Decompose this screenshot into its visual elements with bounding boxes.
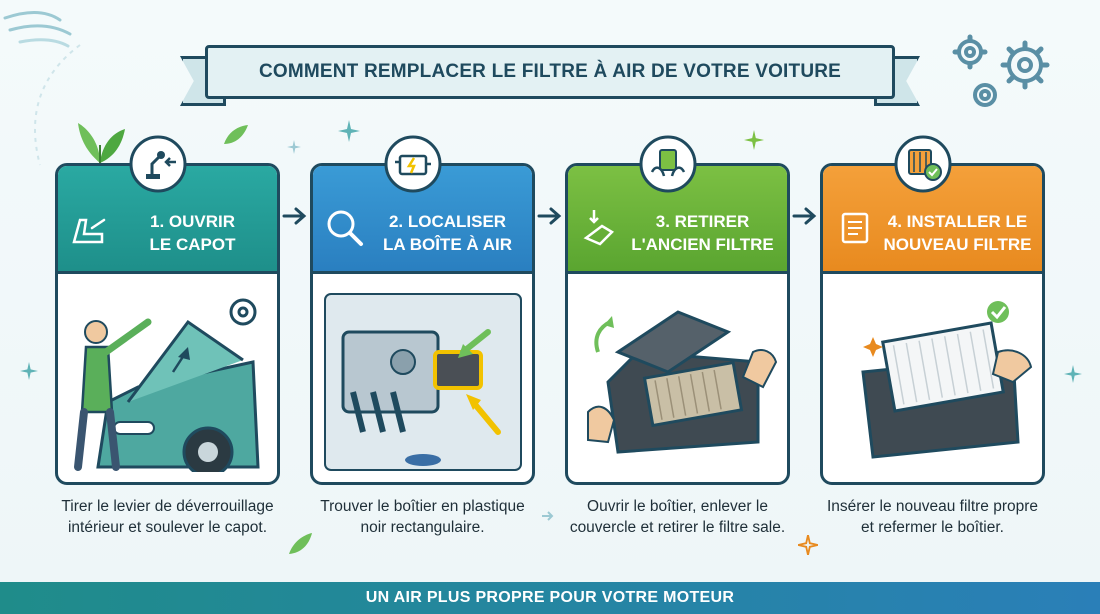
- install-filter-illustration: [861, 301, 1033, 459]
- step-card-3: 3. RETIRER L'ANCIEN FILTRE: [565, 163, 790, 485]
- filter-check-icon: [894, 135, 952, 193]
- document-icon: [841, 212, 869, 244]
- step-title-2: 2. LOCALISER LA BOÎTE À AIR: [371, 210, 524, 256]
- step-title-4: 4. INSTALLER LE NOUVEAU FILTRE: [881, 210, 1034, 256]
- leaf-icon: [78, 123, 125, 163]
- leaf-icon: [224, 125, 248, 144]
- step-title-line-2: NOUVEAU FILTRE: [883, 235, 1032, 254]
- step-card-4: 4. INSTALLER LE NOUVEAU FILTRE: [820, 163, 1045, 485]
- arrow-right-icon: [537, 207, 562, 225]
- background-curve: [34, 44, 81, 166]
- seat-lever-icon: [72, 218, 106, 244]
- step-description-2: Trouver le boîtier en plastique noir rec…: [320, 498, 525, 536]
- footer-banner: UN AIR PLUS PROPRE POUR VOTRE MOTEUR: [0, 582, 1100, 614]
- step-description-4: Insérer le nouveau filtre propre et refe…: [826, 498, 1039, 536]
- step-title-line-1: 3. RETIRER: [655, 212, 750, 231]
- step-title-line-2: LE CAPOT: [149, 235, 236, 254]
- arrow-right-icon: [542, 511, 554, 521]
- magnifier-icon: [327, 210, 363, 246]
- gear-icon: [952, 34, 1050, 107]
- sparkle-icon: [287, 140, 301, 154]
- leaf-icon: [289, 533, 312, 554]
- lever-icon: [129, 135, 187, 193]
- step-title-line-1: 1. OUVRIR: [149, 212, 236, 231]
- step-title-line-1: 4. INSTALLER LE: [887, 212, 1028, 231]
- step-card-1: 1. OUVRIR LE CAPOT: [55, 163, 280, 485]
- page-title: COMMENT REMPLACER LE FILTRE À AIR DE VOT…: [258, 61, 842, 82]
- step-title-line-2: LA BOÎTE À AIR: [382, 235, 513, 254]
- sparkle-icon: [20, 362, 38, 380]
- open-hood-illustration: [74, 298, 260, 472]
- step-card-2: 2. LOCALISER LA BOÎTE À AIR: [310, 163, 535, 485]
- sparkle-icon: [744, 130, 764, 150]
- step-title-line-2: L'ANCIEN FILTRE: [631, 235, 774, 254]
- step-description-1: Tirer le levier de déverrouillage intéri…: [61, 498, 274, 536]
- engine-bay-illustration: [324, 293, 522, 471]
- step-description-3: Ouvrir le boîtier, enlever le couvercle …: [569, 498, 786, 536]
- remove-filter-illustration: [587, 310, 778, 454]
- hand-down-icon: [583, 210, 615, 246]
- engine-warning-icon: [384, 135, 442, 193]
- title-ribbon: COMMENT REMPLACER LE FILTRE À AIR DE VOT…: [205, 45, 895, 99]
- step-title-1: 1. OUVRIR LE CAPOT: [116, 210, 269, 256]
- step-title-line-1: 2. LOCALISER: [388, 212, 507, 231]
- arrow-right-icon: [792, 207, 817, 225]
- arrow-right-icon: [282, 207, 307, 225]
- sparkle-icon: [338, 120, 360, 142]
- sparkle-icon: [798, 535, 818, 555]
- step-title-3: 3. RETIRER L'ANCIEN FILTRE: [626, 210, 779, 256]
- sparkle-icon: [1064, 365, 1082, 383]
- footer-text: UN AIR PLUS PROPRE POUR VOTRE MOTEUR: [365, 589, 735, 606]
- hand-filter-icon: [639, 135, 697, 193]
- wind-swoosh-icon: [3, 11, 72, 48]
